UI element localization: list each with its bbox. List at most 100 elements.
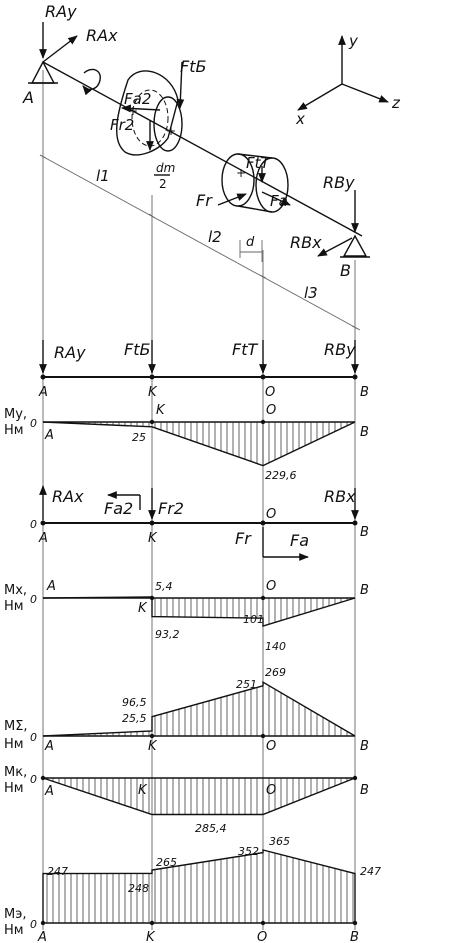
- label-Fa: Fa: [270, 192, 288, 210]
- my-diagram: [42, 419, 356, 467]
- axis-label-x: x: [295, 110, 305, 128]
- mx-point-A: A: [46, 579, 56, 594]
- my-point-B: B: [360, 425, 369, 440]
- support-A: [28, 22, 101, 96]
- label-Fr: Fr: [196, 191, 213, 210]
- hl-point-K: K: [148, 531, 158, 546]
- msum-point-A: A: [44, 739, 54, 754]
- mx-point-K: K: [138, 601, 148, 616]
- vl-label-FtB: FtБ: [124, 340, 150, 359]
- hl-label-Fr: Fr: [235, 529, 252, 548]
- my-zero: 0: [30, 417, 37, 430]
- shaft-axis: [42, 61, 363, 237]
- label-l1: l1: [96, 167, 110, 185]
- coordinate-axes: [297, 35, 389, 111]
- mx-axis-unit: Нм: [4, 599, 24, 614]
- msum-diagram: [42, 680, 356, 739]
- label-B: B: [340, 261, 351, 280]
- mk-zero: 0: [30, 773, 37, 786]
- me-zero: 0: [30, 918, 37, 931]
- hl-point-B: B: [360, 525, 369, 540]
- mk-axis-unit: Нм: [4, 781, 24, 796]
- vl-label-RAy: RAy: [54, 343, 86, 362]
- hl-point-A: A: [38, 531, 48, 546]
- cylindrical-gear: +: [217, 153, 291, 213]
- shaft-scheme: RAy RAx A + + FtБ Fa2 Fr2 dm 2: [22, 2, 401, 331]
- vl-point-B: B: [360, 385, 369, 400]
- hl-label-RBx: RBx: [324, 487, 356, 506]
- me-value-K-left: 248: [128, 882, 149, 895]
- me-value-B: 247: [360, 865, 381, 878]
- vl-point-K: K: [148, 385, 158, 400]
- torque-arrow: [82, 68, 101, 96]
- mk-point-O: O: [266, 783, 276, 798]
- msum-outline: [42, 680, 356, 737]
- mk-diagram: [40, 775, 358, 816]
- label-FtT: FtT: [246, 154, 272, 172]
- label-Fa2: Fa2: [124, 90, 151, 108]
- mk-point-A: A: [44, 784, 54, 799]
- msum-point-O: O: [266, 739, 276, 754]
- my-point-K: K: [156, 403, 166, 418]
- msum-axis-unit: Нм: [4, 737, 24, 752]
- mx-axis-label: Mx,: [4, 583, 27, 598]
- label-RAy: RAy: [45, 2, 77, 21]
- mx-value-O-left: 101: [243, 613, 264, 626]
- msum-value-O-left: 251: [236, 678, 257, 691]
- label-FtB: FtБ: [180, 57, 206, 76]
- msum-point-B: B: [360, 739, 369, 754]
- my-outline: [42, 421, 356, 467]
- label-d: d: [246, 235, 255, 250]
- mk-value: 285,4: [195, 822, 227, 835]
- me-value-A: 247: [47, 865, 68, 878]
- mx-value-K-left: 5,4: [155, 580, 173, 593]
- label-dm-denominator: 2: [159, 177, 167, 191]
- hl-label-Fa: Fa: [290, 531, 309, 550]
- label-A: A: [22, 88, 34, 107]
- msum-axis-label: MΣ,: [4, 719, 28, 734]
- label-Fr2: Fr2: [110, 116, 134, 134]
- mk-point-K: K: [138, 783, 148, 798]
- my-value-O: 229,6: [265, 469, 297, 482]
- me-axis-unit: Нм: [4, 923, 24, 938]
- mx-value-K-right: 93,2: [155, 628, 180, 641]
- me-outline: [42, 849, 356, 923]
- me-value-O-left: 352: [238, 845, 259, 858]
- me-value-K-right: 265: [156, 856, 177, 869]
- hl-label-RAx: RAx: [52, 487, 84, 506]
- hl-point-O: O: [266, 507, 276, 522]
- label-RBx: RBx: [290, 233, 322, 252]
- hl-label-Fa2: Fa2: [104, 499, 133, 518]
- vl-point-A: A: [38, 385, 48, 400]
- my-axis-label: My,: [4, 407, 27, 422]
- mk-axis-label: Mк,: [4, 765, 27, 780]
- horizontal-loads-beam: [39, 485, 359, 561]
- label-RBy: RBy: [323, 173, 355, 192]
- mx-outline: [42, 596, 356, 627]
- mx-zero: 0: [30, 593, 37, 606]
- msum-value-K-left: 25,5: [122, 712, 147, 725]
- me-point-B: B: [350, 930, 359, 943]
- svg-text:+: +: [128, 104, 138, 118]
- me-diagram: [40, 849, 358, 926]
- force-Fa-arrow: [261, 191, 291, 206]
- vl-point-O: O: [265, 385, 275, 400]
- force-Fr-arrow: [217, 193, 247, 206]
- axis-label-y: y: [348, 32, 359, 50]
- svg-text:+: +: [236, 166, 246, 180]
- force-FtB-arrow: [176, 61, 185, 109]
- mx-point-B: B: [360, 583, 369, 598]
- msum-value-O-right: 269: [265, 666, 286, 679]
- hl-label-Fr2: Fr2: [158, 499, 184, 518]
- label-dm: dm: [156, 161, 175, 175]
- vl-label-FtT: FtT: [232, 340, 258, 359]
- mx-diagram: [42, 595, 356, 627]
- me-point-O: O: [257, 930, 267, 943]
- axis-label-z: z: [391, 94, 401, 112]
- vertical-loads-beam: [39, 340, 359, 380]
- vl-label-RBy: RBy: [324, 340, 356, 359]
- my-value-K: 25: [132, 431, 146, 444]
- my-axis-unit: Нм: [4, 423, 24, 438]
- me-value-O-right: 365: [269, 835, 290, 848]
- support-B: [317, 190, 370, 258]
